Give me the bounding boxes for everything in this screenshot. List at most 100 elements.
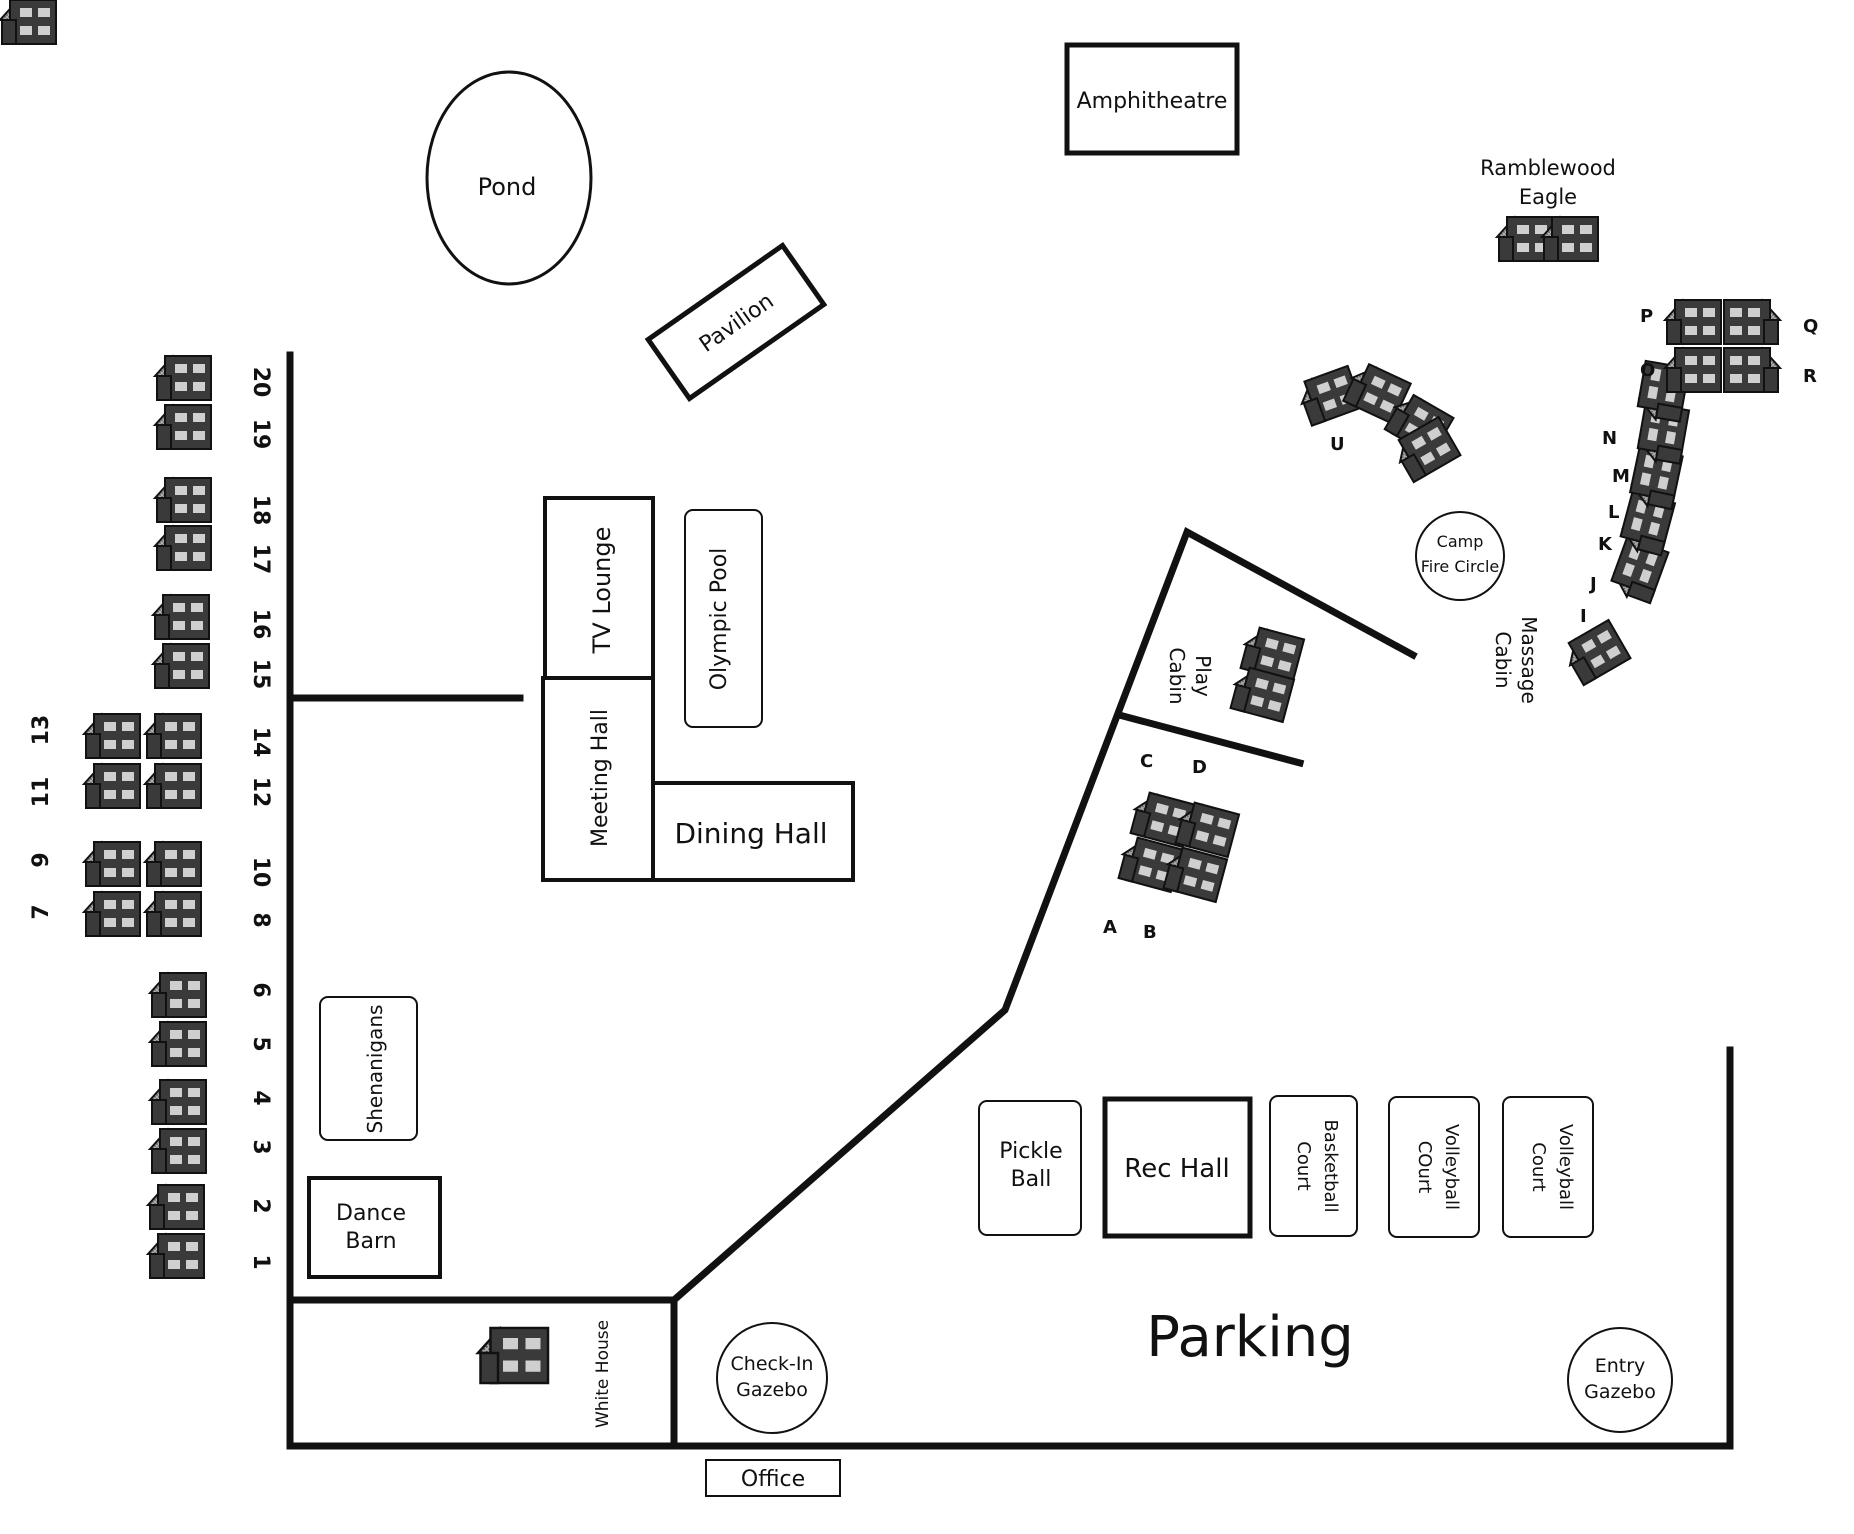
entry-gazebo-label-line2: Gazebo	[1584, 1381, 1656, 1403]
cabin-letter-n: N	[1602, 428, 1617, 449]
cabin-letter-p: P	[1640, 306, 1653, 327]
pavilion[interactable]: Pavilion	[644, 241, 828, 403]
pickle-ball[interactable]: Pickle Ball	[978, 1100, 1082, 1236]
pond-label: Pond	[478, 173, 537, 201]
basketball-court-label-line2: Court	[1293, 1141, 1314, 1190]
cabin-letter-b: B	[1143, 922, 1157, 943]
dining-hall[interactable]: Dining Hall	[651, 781, 855, 882]
play-cabin-label-line2: Cabin	[1165, 647, 1189, 704]
meeting-hall[interactable]: Meeting Hall	[541, 676, 655, 882]
cabin-icon	[154, 355, 212, 401]
tv-lounge-label: TV Lounge	[588, 527, 616, 655]
cabin-number-4: 4	[248, 1090, 273, 1105]
massage-cabin[interactable]: Massage Cabin	[1491, 616, 1632, 704]
olympic-pool[interactable]: Olympic Pool	[684, 509, 763, 728]
camp-fire-circle[interactable]: Camp Fire Circle	[1415, 511, 1505, 601]
check-in-gazebo[interactable]: Check-In Gazebo	[716, 1322, 828, 1434]
cabin-number-2: 2	[248, 1198, 273, 1213]
cabin-number-9: 9	[29, 852, 54, 867]
check-in-label-line1: Check-In	[731, 1353, 814, 1375]
cabin-number-15: 15	[248, 659, 273, 690]
office[interactable]: Office	[705, 1459, 841, 1497]
cabin-icon	[149, 1128, 207, 1174]
cabin-letter-l: L	[1608, 502, 1619, 523]
check-in-label-line2: Gazebo	[736, 1379, 808, 1401]
basketball-court[interactable]: Basketball Court	[1269, 1095, 1358, 1237]
cabin-icon	[154, 404, 212, 450]
volleyball-court-2-label-line2: Court	[1528, 1142, 1549, 1191]
cabin-icon	[1664, 347, 1722, 393]
dance-barn[interactable]: Dance Barn	[307, 1176, 442, 1279]
entry-gazebo[interactable]: Entry Gazebo	[1567, 1327, 1673, 1433]
cabin-icon	[149, 1079, 207, 1125]
meeting-hall-label: Meeting Hall	[588, 709, 613, 847]
volleyball-court-2-label-line1: Volleyball	[1555, 1124, 1576, 1210]
cabin-letter-r: R	[1803, 366, 1817, 387]
basketball-court-label-line1: Basketball	[1320, 1119, 1341, 1212]
rec-hall[interactable]: Rec Hall	[1102, 1096, 1253, 1239]
cabin-icon	[147, 1184, 205, 1230]
cabin-letter-d: D	[1192, 757, 1207, 778]
ramblewood-label-line1: Ramblewood	[1480, 156, 1616, 180]
volleyball-court-1-label-line2: COurt	[1414, 1141, 1435, 1194]
ramblewood-label-line2: Eagle	[1519, 185, 1577, 209]
cabin-icon	[1723, 299, 1781, 345]
tv-lounge[interactable]: TV Lounge	[543, 496, 655, 680]
cabin-icon	[83, 841, 141, 887]
cabin-number-13: 13	[29, 715, 54, 746]
cabins-u: U	[0, 0, 1462, 485]
dance-barn-label-line1: Dance	[336, 1201, 406, 1226]
cabin-number-11: 11	[29, 777, 54, 808]
volleyball-court-1[interactable]: Volleyball COurt	[1388, 1096, 1480, 1238]
cabin-letter-q: Q	[1803, 316, 1818, 337]
cabin-icon	[144, 763, 202, 809]
cabin-number-6: 6	[248, 982, 273, 997]
cabin-icon	[154, 477, 212, 523]
parking-label: Parking	[1146, 1305, 1354, 1370]
cabin-icon	[149, 972, 207, 1018]
amphitheatre[interactable]: Amphitheatre	[1064, 42, 1240, 156]
volleyball-court-2[interactable]: Volleyball Court	[1502, 1096, 1594, 1238]
cabin-icon	[152, 594, 210, 640]
cabin-icon	[154, 525, 212, 571]
cabin-letter-a: A	[1103, 917, 1117, 938]
cabin-number-19: 19	[248, 419, 273, 450]
ramblewood-eagle[interactable]: Ramblewood Eagle	[1480, 156, 1616, 262]
cabin-number-12: 12	[248, 777, 273, 808]
cabin-number-16: 16	[248, 609, 273, 640]
cabin-letter-u: U	[1330, 434, 1345, 455]
massage-cabin-label-line2: Cabin	[1491, 631, 1515, 688]
white-house[interactable]: White House	[476, 1320, 613, 1428]
pond[interactable]: Pond	[425, 70, 593, 286]
cabin-icon	[83, 891, 141, 937]
cabin-icon	[144, 891, 202, 937]
cabin-icon	[83, 713, 141, 759]
shenanigans-label: Shenanigans	[363, 1005, 387, 1134]
cabin-number-3: 3	[248, 1139, 273, 1154]
cabin-number-1: 1	[248, 1254, 273, 1269]
cabin-icon	[1559, 619, 1632, 688]
cabin-letter-i: I	[1580, 606, 1587, 627]
play-cabin[interactable]: Play Cabin	[1165, 624, 1306, 723]
cabin-number-18: 18	[248, 495, 273, 526]
cabins-o-r: P O Q R	[1640, 299, 1818, 393]
white-house-label: White House	[593, 1320, 613, 1428]
dining-hall-label: Dining Hall	[674, 817, 827, 850]
play-cabin-label-line1: Play	[1191, 655, 1215, 697]
pickle-ball-label-line1: Pickle	[999, 1139, 1062, 1164]
cabin-icon	[476, 1326, 550, 1385]
cabins-i-n: I J K L M N	[1580, 359, 1691, 627]
rec-hall-label: Rec Hall	[1124, 1154, 1229, 1184]
numbered-cabins	[83, 355, 212, 1279]
camp-fire-label-line2: Fire Circle	[1421, 557, 1500, 576]
volleyball-court-1-label-line1: Volleyball	[1441, 1124, 1462, 1210]
cabin-icon	[1723, 347, 1781, 393]
cabin-number-5: 5	[248, 1036, 273, 1051]
cabin-number-20: 20	[248, 367, 273, 398]
cabins-a-d: A B C D	[1103, 751, 1241, 943]
camp-fire-label-line1: Camp	[1437, 532, 1484, 551]
shenanigans[interactable]: Shenanigans	[319, 996, 418, 1141]
cabin-letter-o: O	[1640, 360, 1655, 381]
entry-gazebo-label-line1: Entry	[1595, 1355, 1646, 1377]
